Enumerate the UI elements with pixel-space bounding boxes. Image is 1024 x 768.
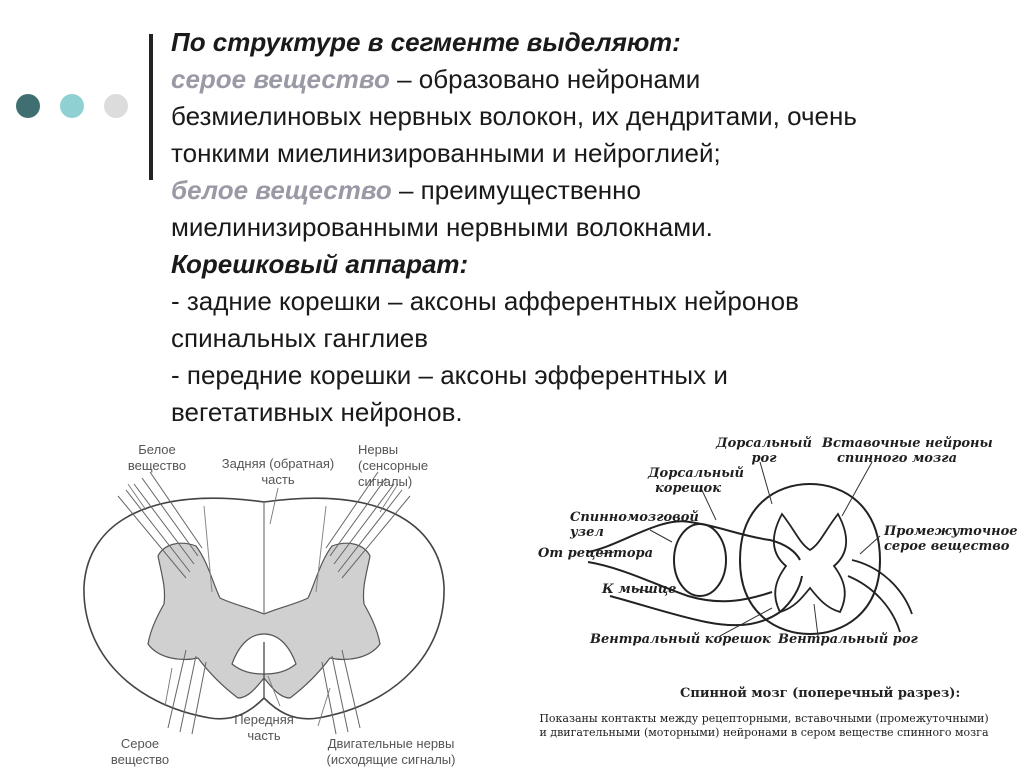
label-nerves-1: Нервы xyxy=(358,442,399,457)
right-spinal-cord-outline xyxy=(738,482,882,636)
right-side-roots xyxy=(847,559,913,633)
label-grey-matter-2: вещество xyxy=(110,752,170,767)
posterior-roots-line-2: спинальных ганглиев xyxy=(171,323,429,353)
label-ventral-horn: Вентральный рог xyxy=(778,632,918,647)
label-sensory-nerves: Нервы (сенсорные сигналы) xyxy=(358,442,460,490)
right-schematic-diagram xyxy=(587,461,913,637)
label-motor-2: (исходящие сигналы) xyxy=(326,752,456,767)
label-white-matter-1: Белое xyxy=(138,442,176,457)
dorsal-rootlets-right xyxy=(325,471,411,579)
dorsal-lines xyxy=(203,505,327,593)
label-posterior-part: Задняя (обратная) часть xyxy=(204,456,352,488)
ganglion xyxy=(673,523,727,597)
label-interneurons: Вставочные нейроны спинного мозга xyxy=(822,436,993,466)
dot-dark xyxy=(16,94,40,118)
posterior-roots-line-1: - задние корешки – аксоны афферентных не… xyxy=(171,286,799,316)
label-posterior-1: Задняя (обратная) xyxy=(221,456,335,471)
label-anterior-2: часть xyxy=(247,728,281,743)
vertical-accent-bar xyxy=(149,34,153,180)
grey-matter-line: серое вещество – образовано нейронами xyxy=(171,61,1011,98)
right-label-pointers xyxy=(599,461,881,637)
label-spinal-node-1: Спинномозговой xyxy=(570,510,699,525)
label-white-matter-2: вещество xyxy=(127,458,187,473)
figures-area: Белое вещество Задняя (обратная) часть Н… xyxy=(0,436,1024,767)
label-dorsal-horn: Дорсальный рог xyxy=(716,436,812,466)
ventral-rootlets-right xyxy=(321,649,361,735)
white-matter-term: белое вещество xyxy=(171,175,392,205)
label-intermediate-1: Промежуточное xyxy=(884,524,1018,539)
label-spinal-ganglion: Спинномозговой узел xyxy=(570,510,699,540)
label-ventral-root: Вентральный корешок xyxy=(590,632,771,647)
anterior-roots-line-1: - передние корешки – аксоны эфферентных … xyxy=(171,360,728,390)
label-grey-matter-1: Серое xyxy=(120,736,160,751)
label-dorsal-horn-1: Дорсальный xyxy=(716,436,812,451)
label-white-matter: Белое вещество xyxy=(118,442,196,474)
grey-matter-def-1: – образовано нейронами xyxy=(389,64,701,94)
figure-caption-title: Спинной мозг (поперечный разрез): xyxy=(680,686,961,701)
structure-heading: По структуре в сегменте выделяют: xyxy=(171,27,681,57)
figures-drawing xyxy=(83,461,913,735)
sensory-neuron xyxy=(587,520,801,561)
left-cross-section-diagram xyxy=(83,471,445,735)
motor-neuron xyxy=(609,575,803,627)
label-nerves-2: (сенсорные xyxy=(358,458,429,473)
label-spinal-node-2: узел xyxy=(570,525,604,540)
ventral-rootlets-left xyxy=(167,649,207,735)
dot-teal xyxy=(60,94,84,118)
label-nerves-3: сигналы) xyxy=(358,474,413,489)
label-posterior-2: часть xyxy=(261,472,295,487)
white-matter-def-1: – преимущественно xyxy=(391,175,641,205)
dorsal-rootlets-left xyxy=(117,471,203,579)
left-label-pointers xyxy=(127,483,399,727)
grey-matter-def-3: тонкими миелинизированными и нейроглией; xyxy=(171,138,721,168)
label-dorsal-root: Дорсальный корешок xyxy=(648,466,744,496)
slide-text: По структуре в сегменте выделяют: серое … xyxy=(171,24,1011,431)
label-dorsal-horn-2: рог xyxy=(751,451,777,466)
right-grey-matter xyxy=(773,512,847,614)
label-from-receptor: От рецептора xyxy=(538,546,654,561)
label-to-muscle: К мышце xyxy=(602,582,677,597)
grey-matter-def-2: безмиелиновых нервных волокон, их дендри… xyxy=(171,101,857,131)
white-matter-def-2: миелинизированными нервными волокнами. xyxy=(171,212,713,242)
label-interneurons-1: Вставочные нейроны xyxy=(822,436,993,451)
label-motor-nerves: Двигательные нервы (исходящие сигналы) xyxy=(316,736,466,768)
figure-caption-body: Показаны контакты между рецепторными, вс… xyxy=(539,712,989,739)
label-anterior-part: Передняя часть xyxy=(220,712,308,744)
label-dorsal-root-2: корешок xyxy=(654,481,722,496)
dot-grey xyxy=(104,94,128,118)
label-dorsal-root-1: Дорсальный xyxy=(648,466,744,481)
label-grey-matter: Серое вещество xyxy=(100,736,180,768)
white-matter-line: белое вещество – преимущественно xyxy=(171,172,1011,209)
anterior-roots-line-2: вегетативных нейронов. xyxy=(171,397,463,427)
label-motor-1: Двигательные нервы xyxy=(327,736,455,751)
root-apparatus-heading: Корешковый аппарат: xyxy=(171,249,469,279)
label-interneurons-2: спинного мозга xyxy=(836,451,957,466)
grey-matter-term: серое вещество xyxy=(171,64,390,94)
label-intermediate-grey: Промежуточное серое вещество xyxy=(884,524,1018,554)
sensory-neuron-lower xyxy=(587,561,773,603)
label-intermediate-2: серое вещество xyxy=(884,539,1010,554)
decorative-dots xyxy=(16,94,136,118)
label-anterior-1: Передняя xyxy=(234,712,294,727)
